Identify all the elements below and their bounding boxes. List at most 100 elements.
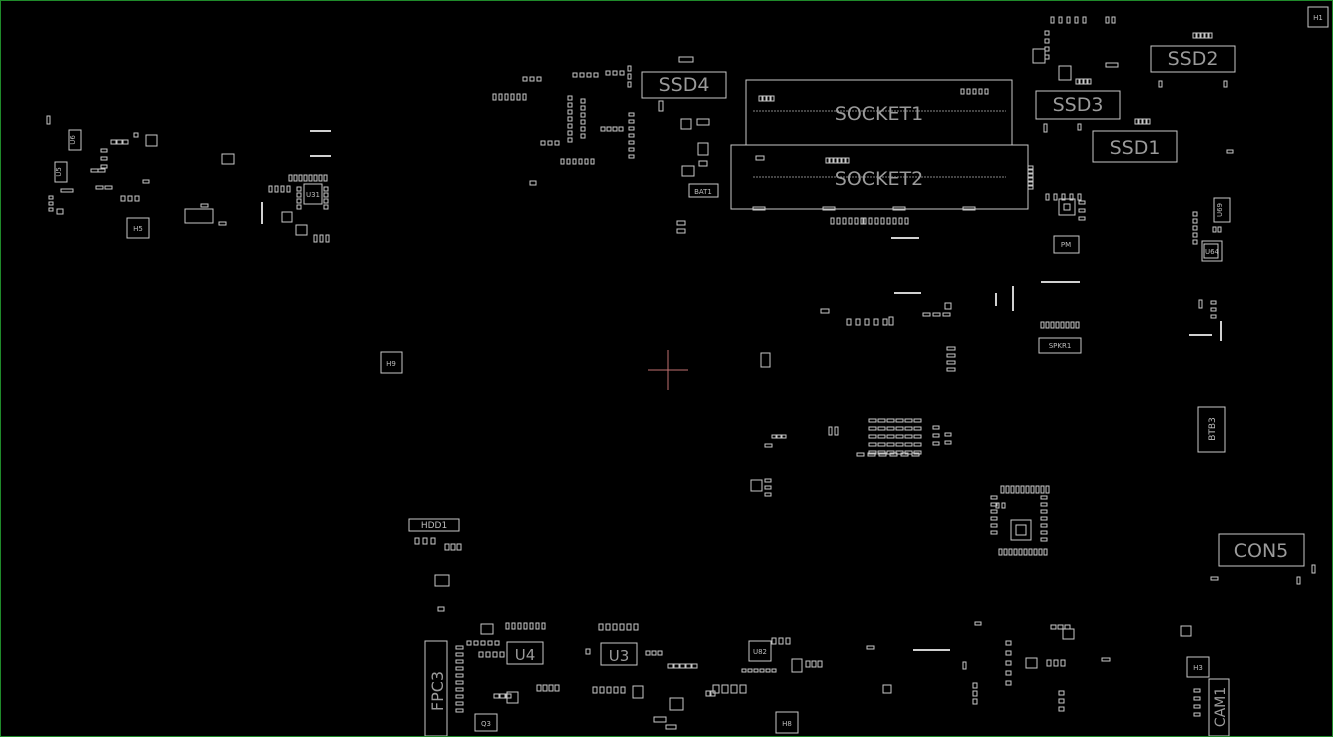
cam1-connector[interactable]: CAM1 — [1208, 678, 1230, 736]
smd-pad — [864, 318, 870, 326]
smd-pad — [567, 123, 573, 129]
smd-pad — [1015, 485, 1020, 494]
smd-pad — [60, 188, 74, 193]
u31-chip[interactable]: U31 — [303, 183, 323, 205]
smd-pad — [1146, 118, 1151, 125]
smd-pad — [450, 543, 456, 551]
smd-pad — [580, 126, 586, 132]
con5-connector[interactable]: CON5 — [1218, 533, 1305, 567]
h8-mounting-hole[interactable]: H8 — [775, 711, 799, 734]
ssd1-connector[interactable]: SSD1 — [1092, 130, 1178, 163]
smd-pad — [972, 690, 978, 697]
smd-pad — [323, 174, 328, 182]
smd-pad — [755, 155, 765, 161]
smd-pad — [619, 70, 625, 76]
smd-pad — [628, 154, 635, 159]
ssd2-connector[interactable]: SSD2 — [1150, 45, 1236, 73]
smd-pad — [1066, 16, 1071, 24]
q3-transistor[interactable]: Q3 — [474, 713, 498, 732]
smd-pad — [598, 623, 604, 631]
smd-pad — [828, 426, 833, 436]
smd-pad — [944, 432, 952, 437]
socket1-connector[interactable]: SOCKET1 — [745, 79, 1013, 146]
smd-pad — [764, 478, 772, 483]
smd-pad — [455, 701, 464, 706]
smd-pad — [1027, 185, 1034, 190]
h1-mounting-hole[interactable]: H1 — [1307, 6, 1329, 28]
spkr1-connector[interactable]: SPKR1 — [1038, 337, 1082, 354]
smd-pad — [679, 663, 686, 669]
smd-pad — [946, 346, 956, 351]
smd-pad — [536, 684, 542, 692]
h9-mounting-hole[interactable]: H9 — [380, 351, 403, 374]
smd-pad — [1158, 80, 1163, 88]
smd-pad — [830, 217, 835, 225]
smd-pad — [678, 56, 694, 63]
hdd1-connector[interactable]: HDD1 — [408, 518, 460, 532]
smd-pad — [946, 367, 956, 372]
smd-pad — [825, 157, 830, 164]
u3-chip[interactable]: U3 — [600, 642, 638, 666]
smd-pad — [776, 434, 782, 439]
smd-pad — [765, 668, 771, 673]
smd-pad — [580, 105, 586, 111]
smd-pad — [1212, 226, 1217, 233]
smd-pad — [712, 684, 720, 694]
fpc3-connector[interactable]: FPC3 — [424, 640, 448, 736]
smd-pad — [560, 158, 565, 165]
socket2-connector[interactable]: SOCKET2 — [730, 144, 1029, 210]
smd-pad — [325, 234, 330, 243]
u6-chip[interactable]: U6 — [68, 129, 82, 151]
u4-chip[interactable]: U4 — [506, 641, 544, 665]
u4-label: U4 — [515, 646, 536, 664]
qfn-chips — [145, 48, 1219, 711]
smd-pad — [104, 185, 113, 190]
smd-pad — [1005, 660, 1012, 666]
btb3-connector[interactable]: BTB3 — [1197, 406, 1226, 453]
smd-pad — [932, 441, 940, 446]
ssd4-label: SSD4 — [659, 74, 710, 96]
smd-pad — [759, 668, 765, 673]
smd-pad — [1193, 704, 1201, 709]
smd-pad — [499, 651, 505, 658]
smd-pad — [541, 622, 546, 630]
smd-pad — [785, 637, 791, 645]
ssd4-connector[interactable]: SSD4 — [641, 71, 727, 99]
u5-chip[interactable]: U5 — [54, 161, 68, 183]
u82-chip[interactable]: U82 — [748, 640, 772, 662]
smd-pad — [1008, 548, 1013, 556]
h5-mounting-hole[interactable]: H5 — [126, 217, 150, 239]
smd-pad — [1210, 314, 1217, 319]
smd-pad — [580, 133, 586, 139]
smd-pad — [829, 157, 834, 164]
smd-pad — [676, 220, 686, 226]
smd-pad — [755, 155, 765, 161]
smd-pad — [758, 95, 763, 102]
smd-pad — [880, 217, 885, 225]
u69-chip[interactable]: U69 — [1213, 197, 1231, 223]
smd-pad — [882, 318, 888, 326]
smd-pad — [455, 694, 464, 699]
smd-pad — [658, 100, 664, 112]
smd-pad — [698, 160, 708, 167]
bat1-connector[interactable]: BAT1 — [688, 183, 719, 198]
smd-pad — [613, 686, 619, 694]
ssd3-connector[interactable]: SSD3 — [1035, 90, 1121, 120]
smd-pad — [868, 426, 877, 431]
smd-pad — [567, 116, 573, 122]
pmu-chip[interactable]: PM — [1053, 235, 1080, 254]
u82-label: U82 — [753, 648, 767, 656]
smd-pad — [778, 637, 784, 645]
smd-pad — [1087, 78, 1092, 85]
u64-chip[interactable]: U64 — [1201, 240, 1223, 262]
smd-pad — [523, 622, 528, 630]
smd-pad — [895, 418, 904, 423]
u31-label: U31 — [306, 191, 320, 199]
smd-pad — [895, 434, 904, 439]
smd-pad — [1058, 690, 1065, 696]
h3-mounting-hole[interactable]: H3 — [1186, 656, 1210, 678]
smd-pad — [1000, 485, 1005, 494]
smd-pad — [1105, 16, 1110, 24]
smd-pad — [1044, 30, 1050, 36]
